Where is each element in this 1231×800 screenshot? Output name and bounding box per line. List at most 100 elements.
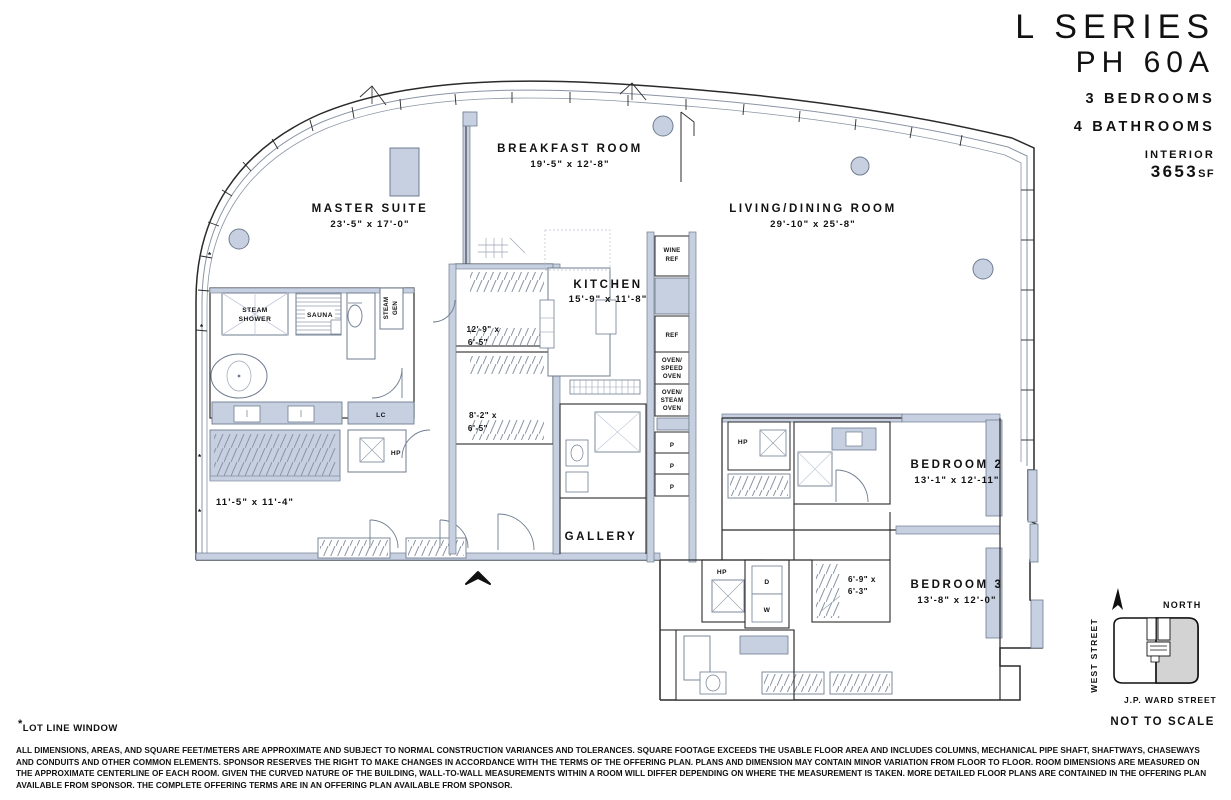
double-vanity xyxy=(211,401,343,425)
master-suite-fireplace xyxy=(389,147,420,197)
window-band xyxy=(985,547,1003,639)
oven-speed-oven xyxy=(654,351,690,385)
heat-pump-label: HP xyxy=(391,450,401,457)
room-name-kitchen: KITCHEN xyxy=(573,279,642,291)
door-swing xyxy=(439,519,469,549)
floor-plan-drawing: * * * * xyxy=(195,80,1044,701)
disclaimer-text: ALL DIMENSIONS, AREAS, AND SQUARE FEET/M… xyxy=(16,746,1207,790)
interior-area-value: 3653 xyxy=(1150,161,1199,181)
lot-line-marker: * xyxy=(208,251,212,260)
closet-dim-3-line2: 6'-3" xyxy=(848,587,868,596)
room-dim-breakfast-room: 19'-5" x 12'-8" xyxy=(530,159,609,170)
closet-dim-2-line1: 8'-2" x xyxy=(469,411,497,420)
wall-structure: * * * * xyxy=(195,80,1044,701)
interior-area: 3653SF xyxy=(1015,162,1215,182)
interior-label: INTERIOR xyxy=(1144,148,1215,161)
closet-dim-1-line1: 12'-9" x xyxy=(466,325,499,334)
vanity xyxy=(739,635,789,655)
steam-shower-label-2: SHOWER xyxy=(239,316,272,323)
unit-title: PH 60A xyxy=(1075,46,1215,80)
room-labels: MASTER SUITE 23'-5" x 17'-0" BREAKFAST R… xyxy=(216,143,1003,606)
door-swing xyxy=(369,519,399,549)
oven-speed-l2: SPEED xyxy=(661,365,683,372)
door-swing xyxy=(371,367,403,399)
lot-line-window-text: LOT LINE WINDOW xyxy=(22,723,118,735)
east-glazing-panels xyxy=(1027,469,1044,649)
curtain-wall-mullions xyxy=(195,92,963,332)
closet-dim-3-line1: 6'-9" x xyxy=(848,575,876,584)
entry-arrow xyxy=(465,571,491,585)
lot-line-marker: * xyxy=(198,453,202,462)
door-swing xyxy=(497,513,535,551)
oven-steam-l1: OVEN/ xyxy=(662,389,682,396)
oven-steam-oven xyxy=(654,383,690,417)
column xyxy=(652,115,674,137)
series-title: L SERIES xyxy=(1015,8,1215,46)
washer-label: W xyxy=(764,607,771,614)
lot-line-marker: * xyxy=(198,508,202,517)
room-dim-master-suite: 23'-5" x 17'-0" xyxy=(330,219,409,230)
window-band xyxy=(985,419,1003,517)
pantry-label-2: P xyxy=(670,463,674,470)
interior-area-unit: SF xyxy=(1198,167,1215,180)
heat-pump-label-3: HP xyxy=(738,439,748,446)
ward-street-label: J.P. WARD STREET xyxy=(1124,695,1217,705)
dryer-label: D xyxy=(764,579,769,586)
heat-pump-label-2: HP xyxy=(717,569,727,576)
toilet xyxy=(565,471,589,493)
pantry-shelving xyxy=(478,237,526,258)
building-footprint xyxy=(1113,617,1199,684)
closet-dim-1-line2: 6'-5" xyxy=(468,338,488,347)
column xyxy=(972,258,994,280)
steam-gen-label-2: GEN xyxy=(392,301,399,315)
room-dim-unlabeled: 11'-5" x 11'-4" xyxy=(216,497,294,508)
bedroom-count: 3 BEDROOMS xyxy=(1085,90,1215,107)
room-dim-bedroom-3: 13'-8" x 12'-0" xyxy=(917,595,996,606)
column xyxy=(228,228,250,250)
door-swing xyxy=(835,469,869,503)
kitchen-sink xyxy=(595,299,617,335)
room-name-master-suite: MASTER SUITE xyxy=(312,203,429,215)
oven-speed-l1: OVEN/ xyxy=(662,357,682,364)
wine-ref-label-1: WINE xyxy=(664,247,681,254)
ref-label: REF xyxy=(666,332,679,339)
bathroom-count: 4 BATHROOMS xyxy=(1073,118,1215,135)
wine-ref-label-2: REF xyxy=(666,256,679,263)
room-name-breakfast-room: BREAKFAST ROOM xyxy=(497,143,643,155)
pantry-label-3: P xyxy=(670,484,674,491)
pantry-stack xyxy=(654,431,690,497)
toilet xyxy=(347,304,363,328)
room-name-bedroom-3: BEDROOM 3 xyxy=(910,579,1003,591)
door-swing xyxy=(432,299,456,323)
room-name-gallery: GALLERY xyxy=(565,531,638,543)
oven-speed-l3: OVEN xyxy=(663,373,681,380)
steam-gen-label-1: STEAM xyxy=(383,297,390,320)
lot-line-marker: * xyxy=(200,323,204,332)
linen-closet-label: LC xyxy=(376,412,386,419)
column xyxy=(850,156,870,176)
closet-dim-2-line2: 6'-5" xyxy=(468,424,488,433)
oven-steam-l3: OVEN xyxy=(663,405,681,412)
north-window-detail xyxy=(359,82,647,106)
linen-closet xyxy=(347,401,415,425)
steam-shower-label-1: STEAM xyxy=(242,307,268,314)
oven-steam-l2: STEAM xyxy=(661,397,684,404)
east-wall-mullions xyxy=(1021,189,1034,441)
north-arrow-icon xyxy=(1112,588,1123,610)
asterisk-marker: * xyxy=(18,718,23,730)
not-to-scale-label: NOT TO SCALE xyxy=(1110,716,1215,728)
washer xyxy=(751,593,783,623)
dryer xyxy=(751,565,783,595)
steam-generator-closet xyxy=(379,287,404,330)
room-name-bedroom-2: BEDROOM 2 xyxy=(910,459,1003,471)
column xyxy=(462,111,478,127)
pantry-label-1: P xyxy=(670,442,674,449)
north-label: NORTH xyxy=(1163,600,1202,610)
room-dim-living-dining: 29'-10" x 25'-8" xyxy=(770,219,856,230)
lot-line-window-note: *LOT LINE WINDOW xyxy=(18,718,118,734)
plan-header: L SERIES PH 60A 3 BEDROOMS 4 BATHROOMS I… xyxy=(1015,8,1215,182)
sauna-label: SAUNA xyxy=(307,312,333,319)
room-dim-kitchen: 15'-9" x 11'-8" xyxy=(569,294,648,305)
west-street-label: WEST STREET xyxy=(1089,618,1099,693)
